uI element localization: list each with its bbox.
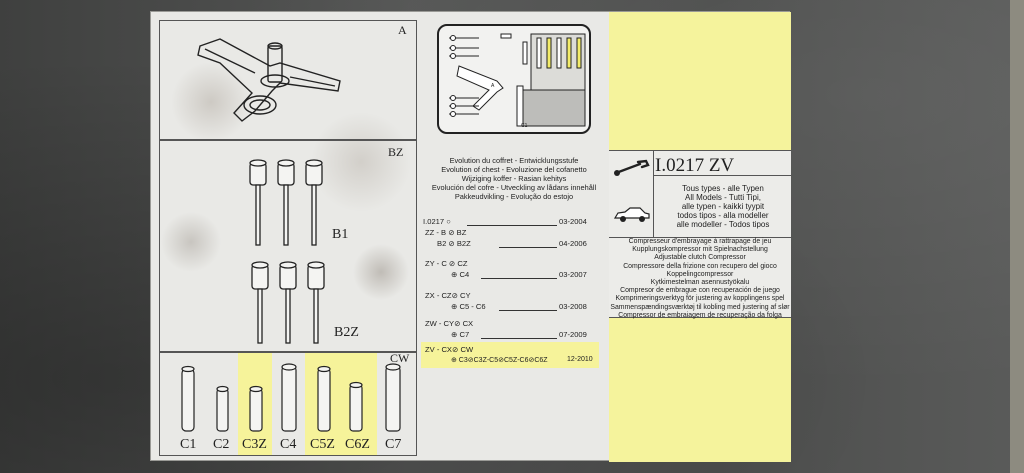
description-line: Compressor de embraiagem de recuperação …	[618, 311, 782, 319]
product-description: Compresseur d'embrayage à rattrapage de …	[609, 238, 791, 320]
info-divider	[609, 237, 791, 238]
evolution-title: Evolution du coffret - Entwicklungsstufe…	[419, 156, 609, 201]
product-column: I.0217 ZV Tous types - alle Typen All Mo…	[609, 12, 791, 462]
c-tools-drawing	[181, 363, 401, 432]
panel-a: A	[159, 20, 417, 140]
evolution-row: ZW - CY⊘ CX	[425, 319, 474, 328]
evolution-date: 12-2010	[567, 356, 593, 363]
case-label-c1: C1	[521, 123, 528, 129]
case-layout-diagram: A C1	[437, 24, 591, 134]
types-line: alle typen - kaikki tyypit	[681, 202, 765, 211]
panel-bz: BZ B1 B2Z	[159, 140, 417, 352]
evolution-row: ZY - C ⊘ CZ	[425, 259, 468, 268]
product-info-box: I.0217 ZV Tous types - alle Typen All Mo…	[609, 150, 791, 320]
types-line: Tous types - alle Typen	[682, 184, 764, 193]
evolution-title-line: Pakkeudvikling - Evolução do estojo	[454, 192, 574, 201]
description-line: Compressore della frizione con recupero …	[623, 262, 777, 270]
evolution-row: ZZ - B ⊘ BZ	[425, 228, 467, 237]
evolution-date: 04-2006	[559, 239, 587, 248]
evolution-row: ⊕ C4	[451, 270, 470, 279]
types-line: alle modeller - Todos tipos	[676, 220, 770, 229]
three-arm-tool-drawing	[197, 38, 341, 122]
label-a: A	[398, 23, 407, 37]
description-line: Adjustable clutch Compressor	[654, 254, 746, 262]
evolution-row: B2 ⊘ B2Z	[437, 239, 471, 248]
description-line: Compresseur d'embrayage à rattrapage de …	[628, 238, 772, 245]
types-line: todos tipos - alla modeller	[677, 211, 769, 220]
evolution-date: 03-2004	[559, 217, 587, 226]
evolution-row: ⊕ C7	[451, 330, 470, 339]
product-code: I.0217 ZV	[655, 155, 735, 176]
label-cw: CW	[390, 351, 410, 365]
label-c2: C2	[213, 437, 230, 452]
evolution-rule	[499, 247, 557, 248]
evolution-date: 03-2008	[559, 302, 587, 311]
instruction-sticker: A BZ B1 B2Z	[150, 11, 791, 462]
case-edge	[1010, 0, 1024, 473]
description-line: Kytkimestelman asennustyökalu	[650, 279, 750, 287]
evolution-date: 07-2009	[559, 330, 587, 339]
panel-cw: CW C1 C2 C3Z C4 C5Z C6Z C7	[159, 351, 417, 456]
info-divider	[653, 151, 654, 237]
description-line: Kupplungskompressor mit Spielnachstellun…	[632, 246, 768, 254]
label-c1: C1	[180, 437, 197, 452]
description-line: Compresor de embrague con recuperación d…	[620, 287, 780, 295]
types-line: All Models - Tutti Tipi,	[684, 193, 762, 202]
label-c5z: C5Z	[310, 437, 335, 452]
evolution-title-line: Evolution du coffret - Entwicklungsstufe	[449, 156, 579, 165]
evolution-row: ZX - CZ⊘ CY	[425, 291, 471, 300]
evolution-row: ZV - CX⊘ CW	[425, 345, 474, 354]
product-types: Tous types - alle Typen All Models - Tut…	[655, 184, 791, 229]
evolution-title-line: Evolución del cofre - Utveckling av låda…	[431, 183, 597, 192]
info-divider	[653, 175, 791, 176]
label-c4: C4	[280, 437, 297, 452]
evolution-title-line: Wijziging koffer - Rasian kehitys	[461, 174, 567, 183]
label-c7: C7	[385, 437, 402, 452]
evolution-rule	[499, 310, 557, 311]
evolution-row: ⊕ C5 - C6	[451, 302, 486, 311]
highlight-c5z-c6z	[305, 353, 377, 455]
evolution-rule	[467, 225, 557, 226]
label-bz: BZ	[388, 145, 404, 159]
evolution-row: ⊕ C3⊘C3Z-C5⊘C5Z-C6⊘C6Z	[451, 357, 548, 364]
case-label-a: A	[491, 83, 495, 89]
evolution-title-line: Evolution of chest - Evoluzione del cofa…	[441, 165, 587, 174]
description-line: Sammenspændingsværktøj til kobling med j…	[610, 303, 790, 311]
evolution-rule	[481, 278, 557, 279]
label-c3z: C3Z	[242, 437, 267, 452]
label-b2z: B2Z	[334, 325, 359, 340]
evolution-rule	[481, 338, 557, 339]
evolution-date: 03-2007	[559, 270, 587, 279]
evolution-row: I.0217 ○	[423, 217, 451, 226]
evolution-highlight	[421, 342, 599, 368]
description-line: Koppelingcompressor	[666, 270, 734, 278]
description-line: Komprimeringsverktyg för justering av ko…	[615, 295, 785, 303]
car-icon	[613, 207, 650, 222]
evolution-column: A C1 Evolution du coffret - Entwicklungs…	[419, 12, 609, 462]
label-c6z: C6Z	[345, 437, 370, 452]
label-b1: B1	[332, 227, 349, 242]
b-tools-drawing	[249, 159, 325, 344]
case-contents-drawing	[449, 33, 586, 127]
wrench-icon	[614, 159, 650, 176]
